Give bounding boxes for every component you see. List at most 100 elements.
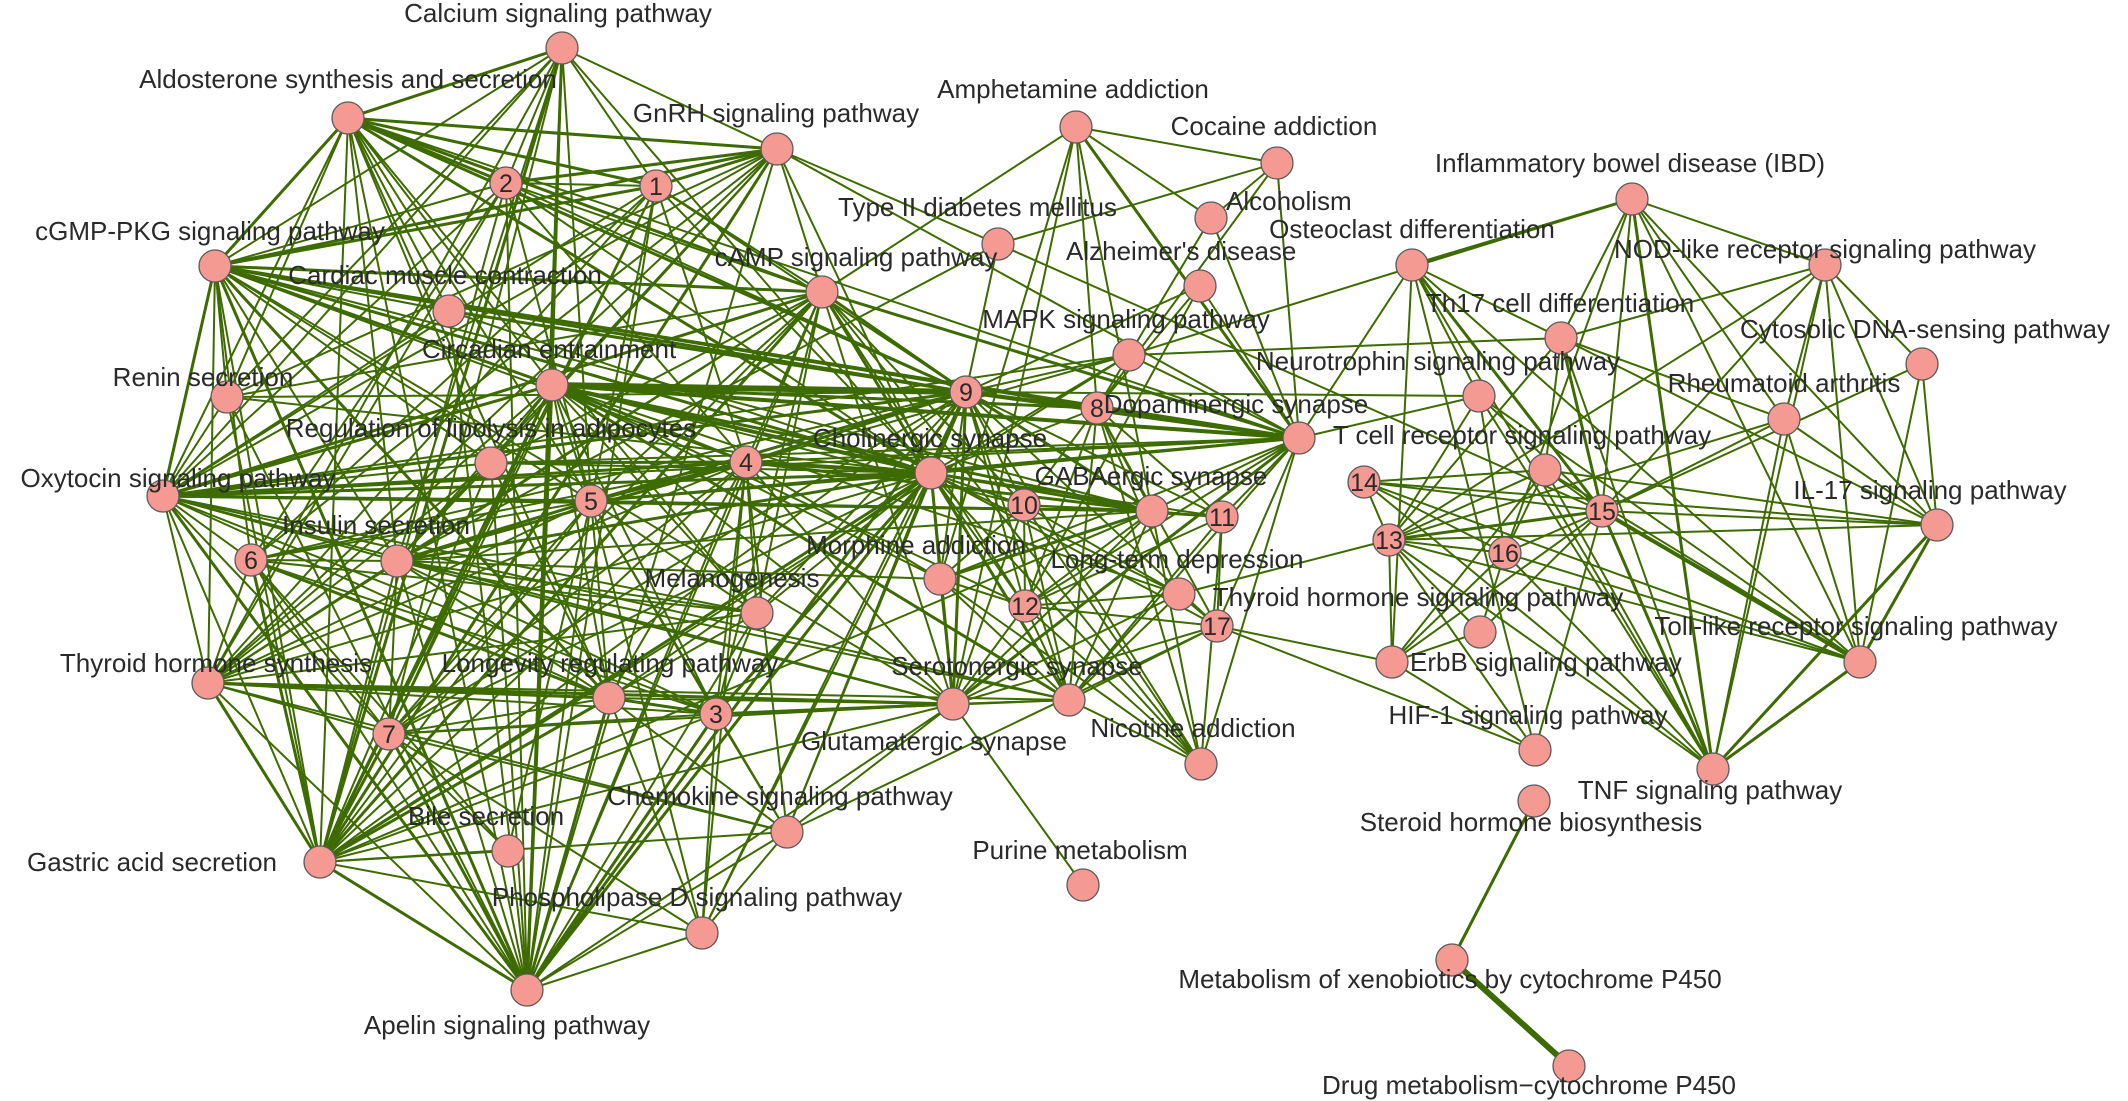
node-aldosterone[interactable] [331,101,365,135]
node-circadian[interactable] [535,368,569,402]
node-n3[interactable] [699,697,733,731]
node-tnf[interactable] [1696,752,1730,786]
node-chemokine[interactable] [770,815,804,849]
node-n5[interactable] [574,484,608,518]
label-camp: cAMP signaling pathway [715,242,998,272]
edge-aldosterone-renin [226,117,349,398]
node-purine[interactable] [1066,868,1100,902]
node-gastric[interactable] [303,845,337,879]
edge-chemokine-n7 [388,733,788,833]
edge-cgmp-n2 [214,182,507,267]
node-n12[interactable] [1008,589,1042,623]
edge-bile-n7 [388,733,509,852]
node-morphine[interactable] [923,562,957,596]
node-longevity[interactable] [592,681,626,715]
edge-hif1-n15 [1534,510,1603,751]
edge-aldosterone-oxytocin [162,117,349,497]
label-nod: NOD-like receptor signaling pathway [1614,234,2036,264]
edge-n1-n5 [590,185,657,502]
label-glutamatergic: Glutamatergic synapse [801,726,1067,756]
node-neurotrophin[interactable] [1462,379,1496,413]
edge-insulin-n7 [388,560,398,735]
node-n8[interactable] [1080,391,1114,425]
node-apelin[interactable] [510,973,544,1007]
node-cocaine[interactable] [1260,146,1294,180]
edge-toll-n16 [1504,552,1861,663]
label-cgmp: cGMP-PKG signaling pathway [35,216,385,246]
edge-calcium-aldosterone [346,46,564,120]
node-alcoholism[interactable] [1194,201,1228,235]
node-osteoclast[interactable] [1395,248,1429,282]
node-cytosolic[interactable] [1905,347,1939,381]
node-lipolysis[interactable] [474,446,508,480]
node-n16[interactable] [1488,536,1522,570]
edge-n4-n3 [715,461,747,715]
node-steroid[interactable] [1517,784,1551,818]
edge-cgmp-gastric [214,265,321,863]
edge-pld-n3 [701,713,717,934]
node-alzheimer[interactable] [1183,269,1217,303]
edge-tcell-erbb [1391,469,1546,663]
node-tcell[interactable] [1528,453,1562,487]
node-camp[interactable] [805,275,839,309]
node-gabaergic[interactable] [1135,494,1169,528]
node-th17[interactable] [1544,321,1578,355]
edge-pld-n4 [701,461,747,934]
edge-gastric-n6 [249,558,322,864]
node-thyroidsynth[interactable] [191,666,225,700]
node-insulin[interactable] [380,544,414,578]
label-dopaminergic: Dopaminergic synapse [1104,389,1368,419]
node-amphetamine[interactable] [1059,110,1093,144]
node-t2d[interactable] [981,227,1015,261]
node-n9[interactable] [949,375,983,409]
node-n4[interactable] [729,445,763,479]
node-toll[interactable] [1843,645,1877,679]
node-bile[interactable] [491,834,525,868]
node-hif1[interactable] [1518,733,1552,767]
node-rheumatoid[interactable] [1767,402,1801,436]
node-melanogenesis[interactable] [740,596,774,630]
edge-cgmp-oxytocin [161,264,217,498]
node-number-n8: 8 [1090,395,1104,423]
node-gnrh[interactable] [760,132,794,166]
node-nod[interactable] [1808,248,1842,282]
node-number-n7: 7 [382,721,396,749]
edge-circadian-glutamatergic [550,383,1071,702]
node-n13[interactable] [1372,523,1406,557]
node-dopaminergic[interactable] [1282,421,1316,455]
node-cgmp[interactable] [198,249,232,283]
node-thyroidhs[interactable] [1463,615,1497,649]
node-n1[interactable] [639,169,673,203]
edge-circadian-n9 [549,382,969,395]
node-mapk[interactable] [1112,338,1146,372]
node-n11[interactable] [1205,500,1239,534]
node-number-n1: 1 [649,173,663,201]
edge-gnrh-cgmp [213,147,779,268]
node-n2[interactable] [489,166,523,200]
node-erbb[interactable] [1375,645,1409,679]
edge-tnf-n13 [1388,539,1714,770]
node-n14[interactable] [1347,465,1381,499]
node-glutamatergic[interactable] [1052,683,1086,717]
node-ltd[interactable] [1162,577,1196,611]
node-ibd[interactable] [1615,182,1649,216]
node-il17[interactable] [1920,508,1954,542]
node-n7[interactable] [372,717,406,751]
node-cholinergic[interactable] [914,456,948,490]
node-pld[interactable] [685,916,719,950]
node-oxytocin[interactable] [146,479,180,513]
node-n10[interactable] [1007,488,1041,522]
node-calcium[interactable] [545,31,579,65]
node-nicotine[interactable] [1184,747,1218,781]
node-n6[interactable] [234,543,268,577]
node-xenobiotics[interactable] [1435,943,1469,977]
node-n15[interactable] [1585,494,1619,528]
node-renin[interactable] [210,380,244,414]
node-number-n13: 13 [1375,527,1403,555]
edge-pld-apelin [526,932,703,991]
edge-cgmp-apelin [213,264,529,992]
node-drugmet[interactable] [1552,1049,1586,1083]
node-serotonergic[interactable] [936,687,970,721]
node-cardiac[interactable] [432,294,466,328]
node-n17[interactable] [1200,609,1234,643]
